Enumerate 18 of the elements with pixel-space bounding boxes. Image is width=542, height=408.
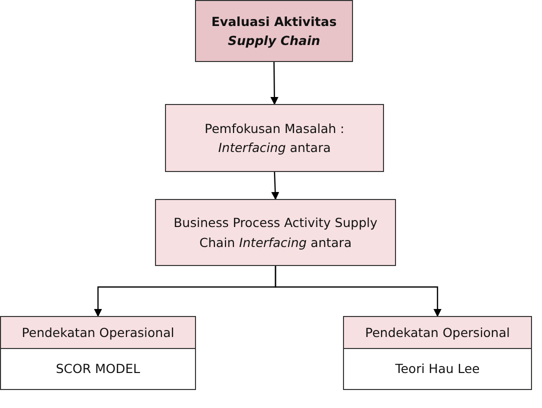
node-text: SCOR MODEL xyxy=(56,360,140,378)
node-text: Evaluasi Aktivitas xyxy=(211,12,337,31)
approach-box xyxy=(0,348,196,390)
approach-box xyxy=(343,348,532,390)
node-text: Pendekatan Opersional xyxy=(365,324,510,342)
node-text: Teori Hau Lee xyxy=(395,360,480,378)
arrow xyxy=(271,172,280,200)
approach-header-box xyxy=(343,316,532,349)
process-box xyxy=(155,199,396,266)
node-text: Supply Chain xyxy=(228,32,320,50)
arrow xyxy=(274,266,442,317)
process-box xyxy=(195,0,353,62)
approach-header-box xyxy=(0,316,196,349)
node-text: Business Process Activity Supply Chain Interfacing antara xyxy=(172,214,378,252)
process-box xyxy=(165,104,384,172)
node-text: Pendekatan Operasional xyxy=(22,324,174,342)
node-text: Pemfokusan Masalah : Interfacing antara xyxy=(204,120,346,157)
arrow xyxy=(270,62,278,105)
